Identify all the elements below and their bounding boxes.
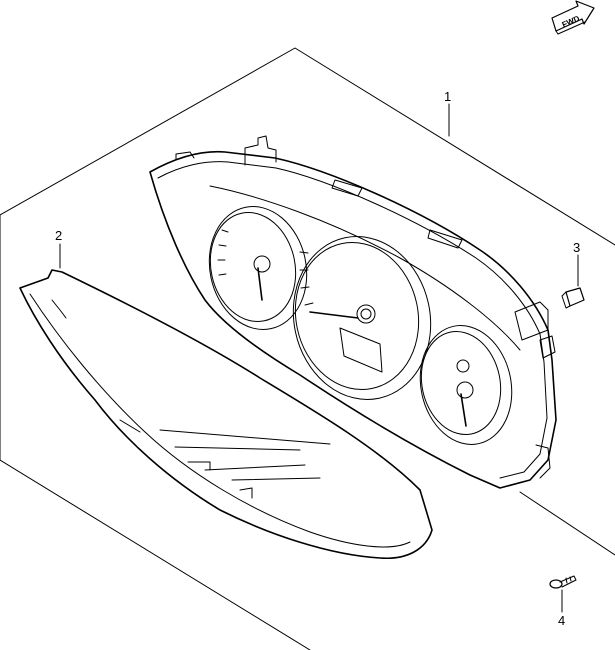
screw-part	[549, 575, 577, 589]
meter-lens-trim	[19, 269, 433, 560]
fwd-arrow-icon: FWD	[551, 0, 595, 35]
callout-2: 2	[55, 228, 62, 243]
callout-1: 1	[444, 89, 451, 104]
assembly-box	[0, 47, 615, 650]
bulb-socket-part	[561, 287, 585, 309]
leader-lines	[59, 103, 579, 613]
combination-meter-assembly	[149, 135, 557, 489]
callout-3: 3	[573, 240, 580, 255]
callout-4: 4	[558, 613, 565, 628]
